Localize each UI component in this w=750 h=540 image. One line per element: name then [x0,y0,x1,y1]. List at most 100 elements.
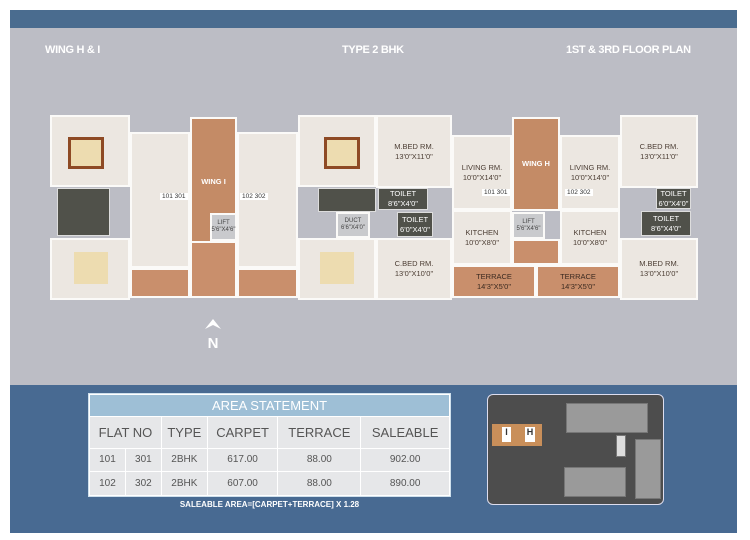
terrace-furnished [130,268,190,298]
room-size: 13'0"X10'0" [639,269,679,278]
room-c-bed: C.BED RM.13'0"X11'0" [620,115,698,188]
table-row: 101 301 2BHK 617.00 88.00 902.00 [89,447,450,473]
cell: 902.00 [360,447,450,473]
north-arrow: N [203,318,223,352]
room-size: 8'6"X4'0" [651,223,681,233]
cell: 101 [89,447,126,473]
arrow-up-icon [205,319,221,329]
wing-h-label: WING H [522,159,550,168]
room-name: C.BED RM. [639,141,679,151]
cell: 2BHK [160,447,208,473]
saleable-note: SALEABLE AREA=[CARPET+TERRACE] X 1.28 [179,500,360,509]
wing-i-marker: I [502,427,511,442]
room-name: TOILET [401,214,429,224]
room-size: 10'0"X14'0" [462,172,502,182]
room-name: C.BED RM. [394,259,434,268]
wing-title: WING H & I [45,44,101,56]
cell: 301 [124,447,162,473]
cell: 88.00 [277,471,362,496]
col-carpet: CARPET [206,416,279,449]
top-band [10,10,737,28]
duct-label: DUCT [344,218,362,224]
cell: 302 [124,471,162,496]
table-row: 102 302 2BHK 607.00 88.00 890.00 [89,471,450,496]
col-terrace: TERRACE [277,416,362,449]
room-size: 13'0"X11'0" [640,151,678,161]
room-name: TERRACE [476,271,512,281]
lift-label: LIFT [522,218,535,225]
room-size: 14'3"X5'0" [560,281,596,291]
room-name: M.BED RM. [639,259,679,268]
toilet-furnished [57,188,110,236]
cell: 102 [89,471,126,496]
wing-i-label: WING I [201,177,226,186]
duct-size: 6'6"X4'0" [341,225,365,231]
room-living: LIVING RM.10'0"X14'0" [452,135,512,210]
room-size: 6'0"X4'0" [658,198,689,208]
floor-title: 1ST & 3RD FLOOR PLAN [566,44,691,56]
cell: 890.00 [360,471,450,496]
room-living: LIVING RM.10'0"X14'0" [560,135,620,210]
area-statement-table: AREA STATEMENT FLAT NO TYPE CARPET TERRA… [88,393,451,497]
lift-size: 5'6"X4'6" [211,227,236,233]
col-saleable: SALEABLE [360,416,450,449]
lift-label: LIFT [217,220,230,226]
room-size: 14'3"X5'0" [476,281,512,291]
cell: 617.00 [206,447,279,473]
north-label: N [207,335,219,352]
room-name: TOILET [660,188,687,198]
flat-tag: 101 301 [482,189,510,196]
wing-h-lobby [512,239,560,265]
bedroom-furnished [298,238,376,300]
bedroom-furnished [50,238,130,300]
cell: 607.00 [206,471,279,496]
room-name: TOILET [652,213,680,223]
room-size: 10'0"X8'0" [572,237,608,247]
table-title: AREA STATEMENT [89,394,450,417]
room-name: M.BED RM. [394,141,434,151]
flat-tag: 102 302 [565,189,593,196]
room-size: 10'0"X14'0" [570,172,610,182]
room-c-bed: C.BED RM.13'0"X10'0" [376,238,452,300]
wing-h-marker: H [525,427,535,442]
living-furnished [130,132,190,268]
room-size: 6'0"X4'0" [400,224,430,234]
bedroom-furnished [298,115,376,187]
room-name: LIVING RM. [569,162,611,172]
room-m-bed: M.BED RM.13'0"X11'0" [376,115,452,188]
wing-h-stair: WING H [512,117,560,211]
room-size: 10'0"X8'0" [464,237,500,247]
wing-i-lobby [190,241,237,298]
terrace-furnished [237,268,298,298]
room-size: 13'0"X10'0" [394,269,434,278]
toilet-furnished [318,188,376,212]
lift-size: 5'6"X4'6" [516,225,541,232]
aerial-view-image: I H [487,394,664,505]
living-furnished [237,132,298,268]
room-size: 8'6"X4'0" [388,199,418,208]
type-title: TYPE 2 BHK [342,44,404,56]
room-name: LIVING RM. [461,162,503,172]
room-size: 13'0"X11'0" [395,151,433,161]
col-flat-no: FLAT NO [89,416,162,449]
cell: 2BHK [160,471,208,496]
bedroom-furnished [50,115,130,187]
room-m-bed: M.BED RM.13'0"X10'0" [620,238,698,300]
room-name: TERRACE [560,271,596,281]
cell: 88.00 [277,447,362,473]
room-name: TOILET [389,189,417,198]
flat-tag: 101 301 [160,193,188,200]
room-name: KITCHEN [465,227,499,237]
room-name: KITCHEN [573,227,607,237]
